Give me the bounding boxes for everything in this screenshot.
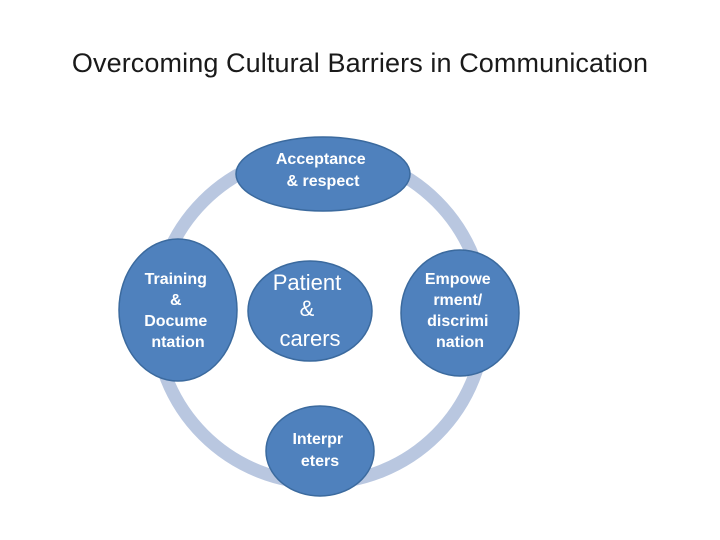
node-bottom-line-1: Interpr: [292, 431, 343, 448]
node-left-line-4: ntation: [151, 334, 204, 351]
node-training-label: Training & Docume ntation: [144, 271, 212, 351]
center-node-label: Patient & carers: [273, 270, 348, 351]
node-left-line-2: &: [170, 292, 182, 309]
node-right-line-4: nation: [436, 334, 484, 351]
node-left-line-3: Docume: [144, 313, 207, 330]
node-interpreters-label: Interpr eters: [292, 431, 347, 470]
slide-title: Overcoming Cultural Barriers in Communic…: [71, 48, 649, 78]
node-left-line-1: Training: [145, 271, 207, 288]
node-acceptance-respect-label: Acceptance & respect: [276, 151, 370, 190]
node-right-line-3: discrimi: [427, 313, 488, 330]
center-node-patient-carers[interactable]: [247, 260, 373, 362]
node-right-line-1: Empowe: [425, 271, 491, 288]
node-top-line-1: Acceptance: [276, 151, 366, 168]
node-interpreters[interactable]: [265, 405, 375, 497]
center-label-line-3: carers: [279, 326, 340, 351]
center-label-line-2: &: [300, 296, 315, 321]
node-training-documentation[interactable]: [118, 238, 238, 382]
node-empowerment-label: Empowe rment/ discrimi nation: [425, 271, 495, 351]
center-label-line-1: Patient: [273, 270, 342, 295]
node-empowerment-discrimination[interactable]: [400, 249, 520, 377]
node-right-line-2: rment/: [433, 292, 482, 309]
node-bottom-line-2: eters: [301, 453, 339, 470]
node-acceptance-respect[interactable]: [235, 136, 411, 212]
node-top-line-2: & respect: [287, 173, 361, 190]
